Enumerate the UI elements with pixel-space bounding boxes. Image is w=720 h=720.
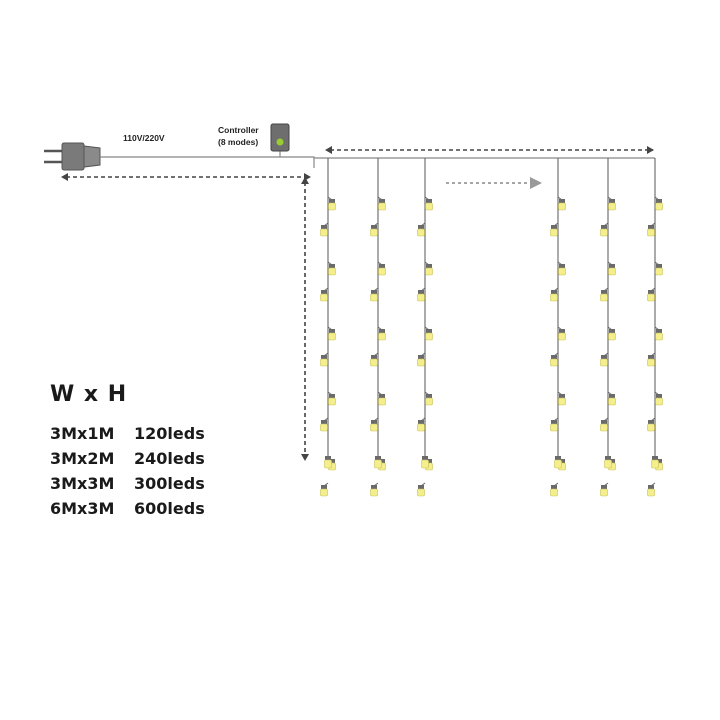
led-bulb-icon (370, 287, 379, 302)
plug-icon (44, 142, 101, 171)
led-bulb-icon (604, 456, 612, 469)
led-strand (647, 158, 663, 497)
led-bulb-icon (647, 482, 656, 497)
led-bulb-icon (607, 261, 616, 276)
led-strand (600, 158, 616, 497)
led-bulb-icon (320, 287, 329, 302)
led-strands (320, 158, 663, 497)
led-bulb-icon (417, 417, 426, 432)
led-bulb-icon (647, 352, 656, 367)
led-bulb-icon (600, 482, 609, 497)
led-bulb-icon (554, 456, 562, 469)
led-bulb-icon (647, 287, 656, 302)
led-bulb-icon (550, 287, 559, 302)
led-bulb-icon (370, 482, 379, 497)
led-bulb-icon (600, 287, 609, 302)
led-bulb-icon (424, 326, 433, 341)
led-bulb-icon (327, 261, 336, 276)
led-bulb-icon (370, 417, 379, 432)
led-bulb-icon (377, 326, 386, 341)
led-bulb-icon (324, 456, 332, 469)
led-bulb-icon (377, 261, 386, 276)
spec-size: 6Mx3M (50, 499, 115, 518)
led-bulb-icon (417, 352, 426, 367)
led-bulb-icon (654, 391, 663, 406)
led-bulb-icon (327, 391, 336, 406)
spec-leds: 600leds (134, 499, 205, 518)
controller-name: Controller (218, 125, 259, 135)
led-bulb-icon (424, 261, 433, 276)
led-strand (417, 158, 433, 497)
spec-size: 3Mx3M (50, 474, 115, 493)
led-bulb-icon (550, 352, 559, 367)
led-bulb-icon (421, 456, 429, 469)
led-bulb-icon (377, 196, 386, 211)
continuation-arrow-icon (446, 177, 542, 189)
led-bulb-icon (550, 482, 559, 497)
led-bulb-icon (320, 222, 329, 237)
controller-modes: (8 modes) (218, 137, 258, 147)
led-bulb-icon (370, 352, 379, 367)
led-bulb-icon (417, 482, 426, 497)
spec-row: 3Mx3M 300leds (50, 471, 205, 496)
led-bulb-icon (417, 222, 426, 237)
led-bulb-icon (417, 287, 426, 302)
spec-title: W x H (50, 382, 128, 407)
led-bulb-icon (327, 326, 336, 341)
led-bulb-icon (550, 417, 559, 432)
led-bulb-icon (320, 482, 329, 497)
led-bulb-icon (424, 391, 433, 406)
voltage-label: 110V/220V (123, 133, 165, 143)
led-bulb-icon (600, 352, 609, 367)
led-bulb-icon (647, 417, 656, 432)
led-bulb-icon (607, 391, 616, 406)
led-bulb-icon (600, 417, 609, 432)
led-bulb-icon (647, 222, 656, 237)
spec-size: 3Mx2M (50, 449, 115, 468)
spec-leds: 120leds (134, 424, 205, 443)
spec-size: 3Mx1M (50, 424, 115, 443)
led-bulb-icon (607, 196, 616, 211)
size-spec-table: W x H 3Mx1M 120leds 3Mx2M 240leds 3Mx3M … (50, 382, 205, 521)
led-bulb-icon (370, 222, 379, 237)
led-bulb-icon (320, 352, 329, 367)
led-bulb-icon (424, 196, 433, 211)
power-cable (100, 156, 655, 159)
spec-row: 3Mx1M 120leds (50, 421, 205, 446)
led-bulb-icon (327, 196, 336, 211)
spec-leds: 240leds (134, 449, 205, 468)
led-bulb-icon (377, 391, 386, 406)
led-bulb-icon (374, 456, 382, 469)
led-bulb-icon (557, 326, 566, 341)
led-strand (370, 158, 386, 497)
controller-icon (270, 123, 290, 152)
led-bulb-icon (557, 261, 566, 276)
led-bulb-icon (607, 326, 616, 341)
spec-leds: 300leds (134, 474, 205, 493)
led-bulb-icon (550, 222, 559, 237)
led-bulb-icon (654, 196, 663, 211)
spec-row: 3Mx2M 240leds (50, 446, 205, 471)
led-bulb-icon (557, 196, 566, 211)
led-bulb-icon (600, 222, 609, 237)
led-strand (550, 158, 566, 497)
led-bulb-icon (320, 417, 329, 432)
led-bulb-icon (654, 261, 663, 276)
controller-indicator (276, 138, 284, 146)
led-bulb-icon (557, 391, 566, 406)
led-strand (320, 158, 336, 497)
led-bulb-icon (651, 456, 659, 469)
led-bulb-icon (654, 326, 663, 341)
spec-row: 6Mx3M 600leds (50, 496, 205, 521)
